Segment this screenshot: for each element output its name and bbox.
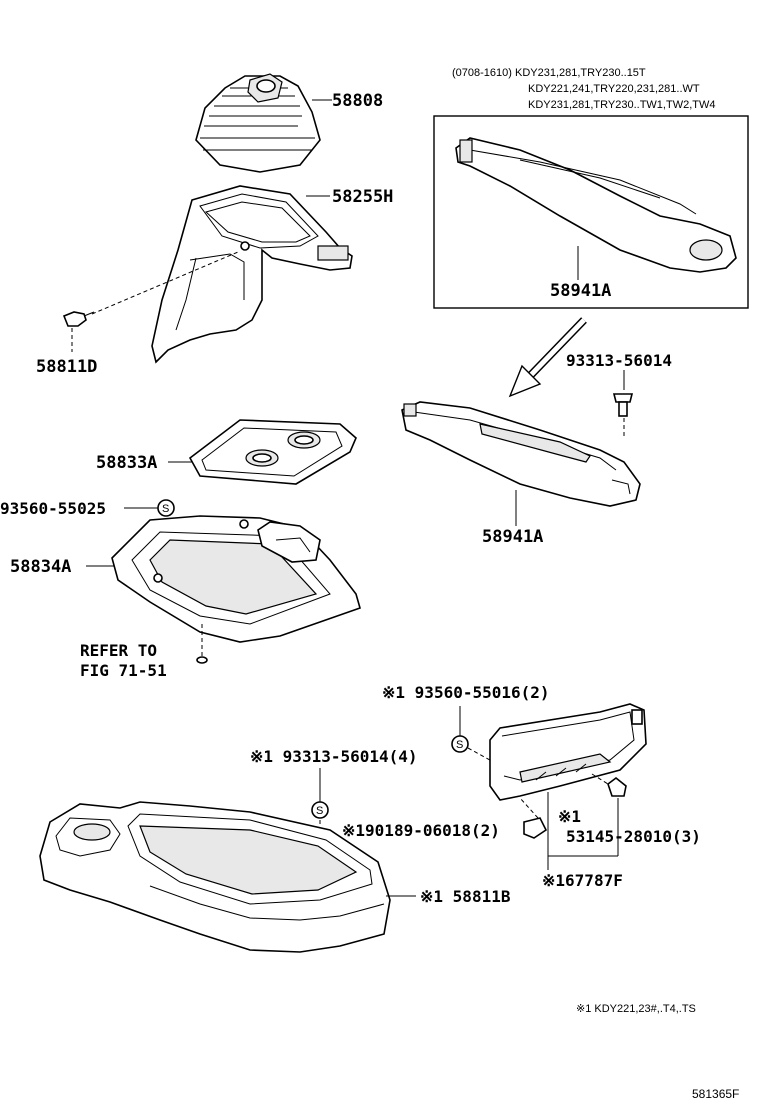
label-bulb-mark: ※1 bbox=[558, 807, 581, 826]
s-symbol-2 bbox=[451, 735, 469, 753]
label-screw-s1: 93560-55025 bbox=[0, 499, 106, 518]
label-screw-right: 93313-56014 bbox=[566, 351, 672, 370]
footnote: ※1 KDY221,23#,.T4,.TS bbox=[576, 1003, 696, 1015]
label-clip-upper: 58811D bbox=[36, 357, 97, 377]
label-screw-s2: ※1 93560-55016(2) bbox=[382, 683, 550, 702]
inset-part-drawing bbox=[455, 137, 737, 273]
label-bezel-upper: 58255H bbox=[332, 187, 393, 207]
clip-58811d-drawing bbox=[62, 311, 95, 327]
s-symbol-2-text: S bbox=[456, 739, 463, 751]
inset-header-line3: KDY231,281,TRY230..TW1,TW2,TW4 bbox=[528, 99, 715, 111]
s-symbol-3-text: S bbox=[316, 805, 323, 817]
plate-58833a-drawing bbox=[188, 419, 357, 485]
label-bulb: 53145-28010(3) bbox=[566, 827, 701, 846]
direction-arrow bbox=[508, 317, 587, 398]
s-symbol-1-text: S bbox=[162, 503, 169, 515]
label-inset-part: 58941A bbox=[550, 281, 611, 301]
upper-bezel-drawing bbox=[151, 185, 353, 364]
label-clip-small: ※190189-06018(2) bbox=[342, 821, 500, 840]
label-plate: 58833A bbox=[96, 453, 157, 473]
label-console: ※1 58811B bbox=[420, 887, 511, 906]
shift-boot-drawing bbox=[195, 73, 321, 173]
s-symbol-3 bbox=[311, 801, 329, 819]
bulb-drawing bbox=[607, 776, 627, 797]
lower-bezel-drawing bbox=[111, 515, 361, 643]
screw-right-drawing bbox=[612, 393, 634, 417]
label-bezel-lower: 58834A bbox=[10, 557, 71, 577]
inset-header-line2: KDY221,241,TRY220,231,281..WT bbox=[528, 83, 700, 95]
figure-code: 581365F bbox=[692, 1087, 739, 1101]
label-refer-line1: REFER TO bbox=[80, 641, 157, 660]
label-refer-line2: FIG 71-51 bbox=[80, 661, 167, 680]
label-assembly: ※167787F bbox=[542, 871, 623, 890]
right-part-drawing bbox=[401, 401, 641, 507]
label-screw-s3: ※1 93313-56014(4) bbox=[250, 747, 418, 766]
label-boot: 58808 bbox=[332, 91, 383, 111]
inset-header-line1: (0708-1610) KDY231,281,TRY230..15T bbox=[452, 67, 646, 79]
console-drawing bbox=[39, 801, 391, 953]
indicator-assembly-drawing bbox=[489, 703, 647, 801]
small-clip-drawing bbox=[523, 817, 548, 839]
label-right-part: 58941A bbox=[482, 527, 543, 547]
